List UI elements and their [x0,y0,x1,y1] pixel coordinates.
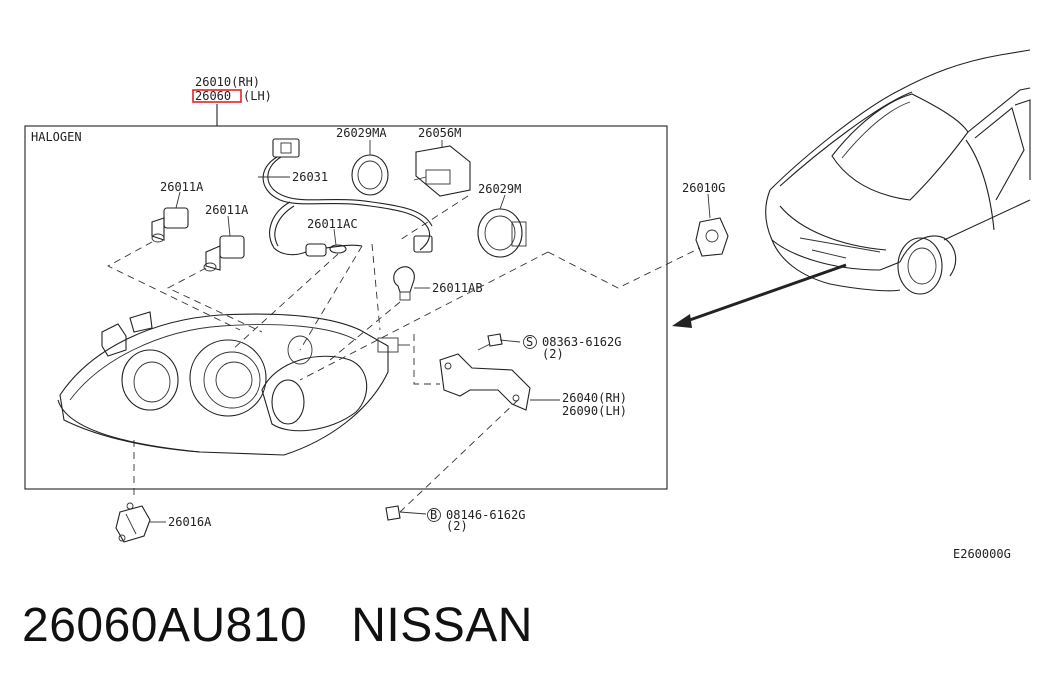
caption-brand: NISSAN [351,599,533,652]
label-halogen: HALOGEN [31,130,82,144]
callout-bulb-a-1[interactable]: 26011A [160,180,204,194]
callout-bolt-b[interactable]: 08146-6162G [446,508,525,522]
aiming-motor [115,502,151,543]
callout-socket-m[interactable]: 26056M [418,126,461,140]
leader-bulb-ac [333,228,337,246]
retaining-ring-m [477,208,527,258]
callout-harness[interactable]: 26031 [292,170,328,184]
cover-g [695,217,729,257]
symbol-s-circle [523,335,537,349]
location-arrow [672,263,847,328]
symbol-b-circle [427,508,441,522]
callout-assembly-rh[interactable]: 26010(RH) [195,75,260,89]
callout-bulb-a-2[interactable]: 26011A [205,203,249,217]
callout-bracket-rh[interactable]: 26040(RH) [562,391,627,405]
callout-motor[interactable]: 26016A [168,515,212,529]
figure-code: E260000G [953,547,1011,561]
caption-part-number: 26060AU810 [22,599,308,652]
screw-s [477,333,521,351]
assembly-frame [24,125,668,490]
callout-bolt-b-qty: (2) [446,519,468,533]
headlamp-housing [57,311,410,456]
callout-assembly-lh-code[interactable]: 26060 [195,89,231,103]
retaining-ring-ma [351,154,389,196]
part-caption: 26060AU810 NISSAN [22,598,577,653]
callout-bulb-ab[interactable]: 26011AB [432,281,483,295]
bulb-a-2 [203,235,245,272]
callout-cover-g[interactable]: 26010G [682,181,725,195]
symbol-s: S [526,335,533,349]
bulb-ab [393,266,415,301]
leader-ring-m [499,194,506,210]
bracket [439,353,531,411]
leader-bulb-a-2 [227,215,231,237]
callout-ring-m[interactable]: 26029M [478,182,521,196]
bulb-a-1 [151,207,189,243]
bulb-ac [329,244,347,254]
socket-m [413,145,471,197]
callout-bracket-lh[interactable]: 26090(LH) [562,404,627,418]
highlight-box [192,89,242,103]
bolt-b [385,505,427,521]
callout-bulb-ac[interactable]: 26011AC [307,217,358,231]
callout-screw-s-qty: (2) [542,347,564,361]
leader-bulb-a-1 [175,191,181,209]
wiring-harness [262,138,433,257]
leader-cover-g [707,193,711,219]
assembly-guides [107,195,701,513]
callout-ring-ma[interactable]: 26029MA [336,126,387,140]
callout-screw-s[interactable]: 08363-6162G [542,335,621,349]
symbol-b: B [430,508,437,522]
car-illustration [765,49,1031,295]
callout-assembly-lh-suffix: (LH) [243,89,272,103]
